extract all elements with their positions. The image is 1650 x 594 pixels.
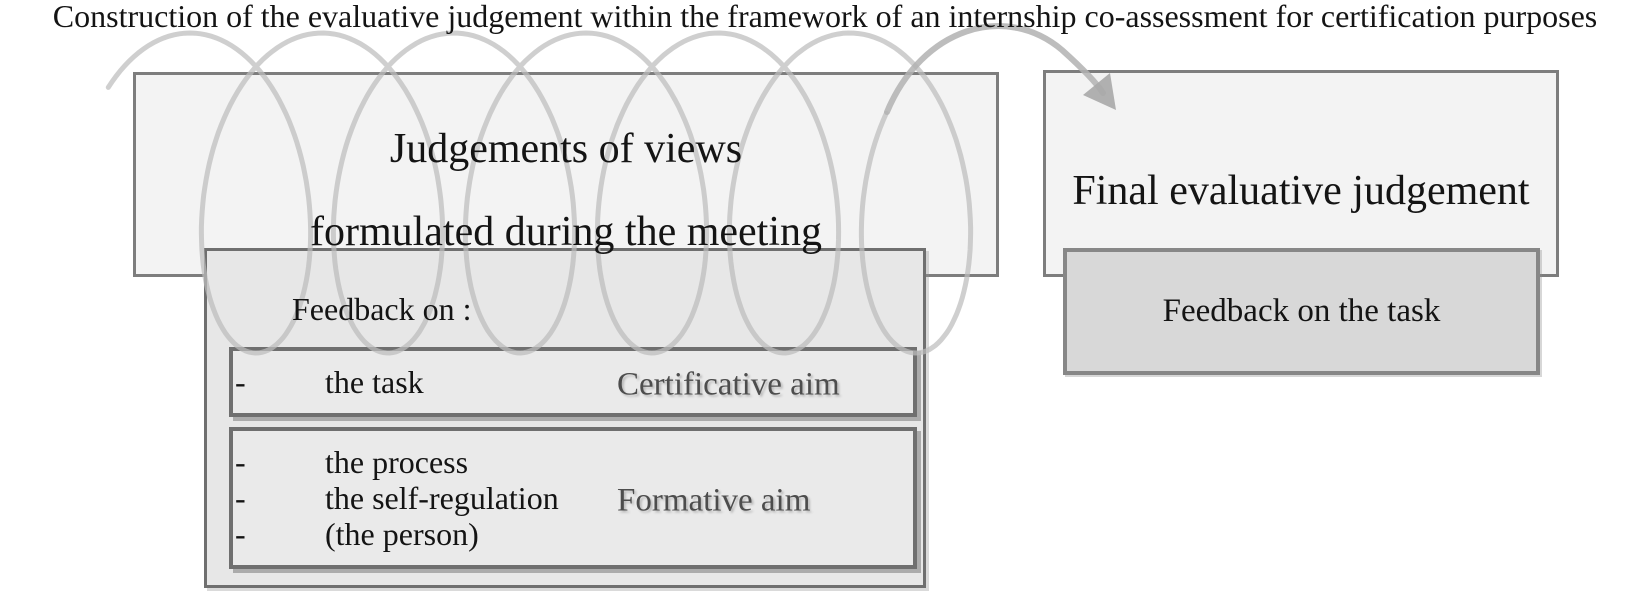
judgements-box-line2: formulated during the meeting — [309, 209, 823, 255]
final-evaluative-judgement-box: Final evaluative judgement — [1043, 70, 1559, 277]
bullet-item-person: (the person) — [325, 516, 479, 552]
list-item: - (the person) — [233, 516, 913, 552]
bullet-dash: - — [235, 364, 246, 400]
list-item: - the process — [233, 444, 913, 480]
feedback-on-task-label: Feedback on the task — [1162, 293, 1441, 329]
judgements-of-views-box: Judgements of views formulated during th… — [133, 72, 999, 277]
final-judgement-label: Final evaluative judgement — [1072, 168, 1530, 214]
feedback-box: Feedback on : - the task Certificative a… — [204, 248, 926, 588]
certificative-aim-label: Certificative aim — [617, 366, 840, 403]
bullet-item-self-regulation: the self-regulation — [325, 480, 559, 516]
formative-inner-box: - the process - the self-regulation - (t… — [229, 427, 917, 569]
bullet-dash: - — [235, 480, 246, 516]
certificative-inner-box: - the task Certificative aim — [229, 347, 917, 417]
feedback-on-task-box: Feedback on the task — [1063, 248, 1540, 375]
page-title: Construction of the evaluative judgement… — [52, 0, 1598, 34]
feedback-heading: Feedback on : — [292, 291, 472, 327]
bullet-item-task: the task — [325, 364, 424, 400]
bullet-dash: - — [235, 444, 246, 480]
formative-aim-label: Formative aim — [617, 482, 811, 519]
judgements-box-line1: Judgements of views — [389, 126, 743, 172]
list-item: - the self-regulation — [233, 480, 913, 516]
list-item: - the task — [233, 364, 424, 400]
bullet-item-process: the process — [325, 444, 469, 480]
bullet-dash: - — [235, 516, 246, 552]
